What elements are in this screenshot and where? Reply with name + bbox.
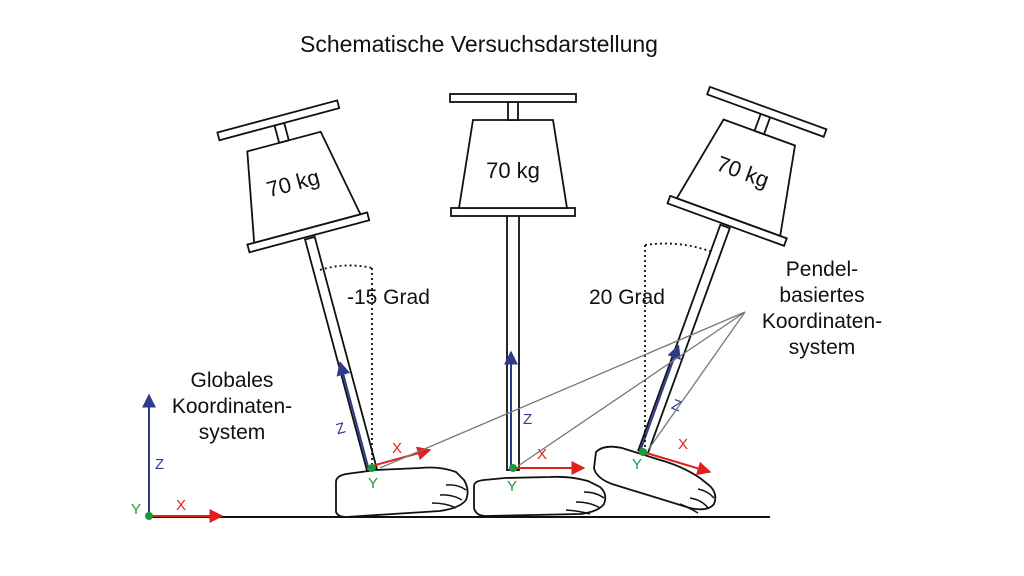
global-system-label: Globales Koordinaten- system: [172, 369, 292, 444]
foot-toes-center: [565, 491, 605, 515]
pendulum-system-line2: basiertes: [779, 284, 864, 307]
pointer-line-center: [517, 311, 746, 467]
label-x-right: X: [678, 436, 688, 453]
foot-toes-right: [679, 488, 715, 514]
pendulum-x-axis-left: [371, 446, 432, 467]
label-y-right: Y: [632, 456, 642, 473]
pendulum-system-line4: system: [789, 336, 856, 359]
pendulum-origin-left: [368, 464, 376, 472]
label-x-left: X: [392, 440, 402, 457]
pendulum-left: 70 kg: [216, 99, 378, 473]
pendulum-system-line3: Koordinaten-: [762, 310, 882, 333]
global-system-line2: Koordinaten-: [172, 395, 292, 418]
label-z-center: Z: [523, 411, 532, 428]
pendulum-z-axis-left: [336, 361, 370, 470]
weight-block: [246, 130, 362, 244]
foot-left: [335, 466, 469, 518]
diagram-title: Schematische Versuchsdarstellung: [300, 31, 658, 57]
weight-base-plate: [450, 207, 576, 217]
global-system-line1: Globales: [191, 369, 274, 392]
angle-arc-left: [319, 264, 373, 271]
weight-label-center: 70 kg: [486, 158, 540, 183]
pendulum-z-axis-right: [639, 344, 681, 450]
weight-block: [675, 118, 797, 238]
global-system-line3: system: [199, 421, 266, 444]
top-connector: [273, 121, 290, 144]
global-origin: [145, 512, 153, 520]
global-label-y: Y: [131, 501, 141, 518]
foot-toes-left: [431, 484, 467, 509]
label-x-center: X: [537, 446, 547, 463]
global-label-z: Z: [155, 456, 164, 473]
pendulum-origin-center: [509, 464, 517, 472]
top-plate: [706, 85, 828, 138]
pendulum-right: 70 kg: [637, 85, 828, 455]
foot-center: [473, 475, 607, 517]
pendulum-origin-right: [639, 448, 647, 456]
global-label-x: X: [176, 497, 186, 514]
foot-right: [593, 445, 717, 511]
pendulum-system-line1: Pendel-: [786, 258, 858, 281]
weight-block: [457, 119, 569, 209]
pointer-line-left: [379, 311, 746, 469]
label-y-center: Y: [507, 478, 517, 495]
label-y-left: Y: [368, 475, 378, 492]
top-plate: [449, 93, 577, 103]
angle-label-left: -15 Grad: [347, 286, 430, 309]
pendulum-center: 70 kg: [449, 93, 577, 471]
label-z-left: Z: [334, 419, 347, 438]
pendulum-system-label: Pendel- basiertes Koordinaten- system: [762, 258, 882, 359]
pendulum-x-axis-right: [642, 451, 712, 476]
top-plate: [216, 99, 341, 142]
label-z-right: Z: [669, 396, 683, 415]
pendulum-rod: [506, 211, 520, 471]
pointer-line-right: [647, 311, 746, 451]
angle-label-right: 20 Grad: [589, 286, 665, 309]
angle-arc-right: [644, 242, 713, 253]
top-connector: [507, 101, 519, 121]
